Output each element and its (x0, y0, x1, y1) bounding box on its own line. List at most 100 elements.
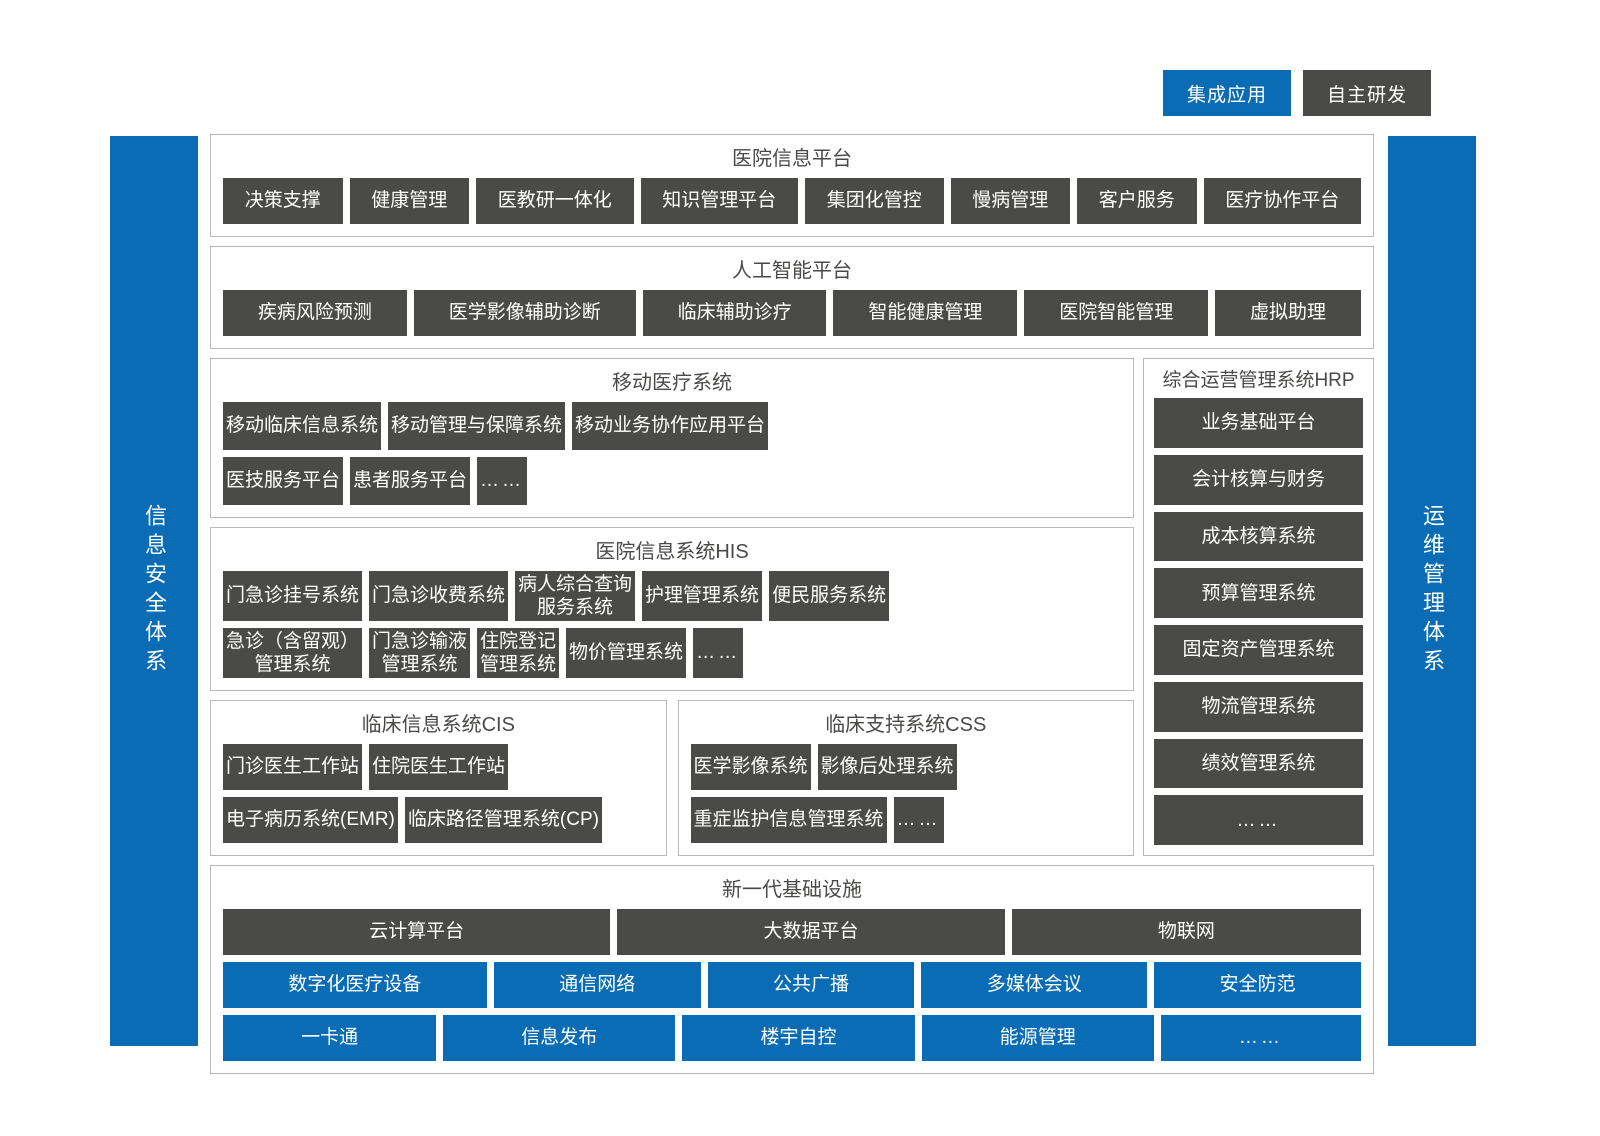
section-title: 综合运营管理系统HRP (1162, 370, 1355, 391)
sidebar-left-label: 信息安全体系 (142, 504, 167, 678)
module-box[interactable]: 绩效管理系统 (1154, 738, 1363, 789)
middle-area: 移动医疗系统 移动临床信息系统 移动管理与保障系统 移动业务协作应用平台 医技服… (210, 358, 1374, 856)
module-box[interactable]: 公共广播 (707, 962, 915, 1008)
section-title: 临床支持系统CSS (825, 714, 987, 736)
section-row: 医技服务平台 患者服务平台 …… (223, 457, 1121, 505)
section-row: 数字化医疗设备 通信网络 公共广播 多媒体会议 安全防范 (223, 962, 1361, 1008)
module-box[interactable]: 病人综合查询 服务系统 (515, 571, 636, 621)
module-box[interactable]: 门诊医生工作站 (223, 744, 363, 790)
module-box[interactable]: 通信网络 (493, 962, 701, 1008)
module-box-more[interactable]: …… (1160, 1015, 1361, 1061)
module-box[interactable]: 医院智能管理 (1024, 290, 1209, 336)
module-box[interactable]: 移动管理与保障系统 (388, 402, 566, 450)
module-box[interactable]: 物联网 (1011, 909, 1361, 955)
module-box[interactable]: 急诊（含留观） 管理系统 (223, 628, 363, 678)
module-box[interactable]: 知识管理平台 (640, 178, 798, 224)
section-ai-platform: 人工智能平台 疾病风险预测 医学影像辅助诊断 临床辅助诊疗 智能健康管理 医院智… (210, 246, 1374, 349)
module-box[interactable]: 门急诊收费系统 (369, 571, 509, 621)
section-hrp: 综合运营管理系统HRP 业务基础平台 会计核算与财务 成本核算系统 预算管理系统… (1143, 358, 1374, 856)
module-box[interactable]: 智能健康管理 (833, 290, 1018, 336)
section-title: 医院信息系统HIS (595, 541, 749, 563)
section-title: 临床信息系统CIS (361, 714, 515, 736)
sidebar-operations-management: 运维管理体系 (1388, 136, 1476, 1046)
module-box-more[interactable]: …… (477, 457, 528, 505)
module-box[interactable]: 重症监护信息管理系统 (690, 797, 887, 843)
layer-stack: 医院信息平台 决策支撑 健康管理 医教研一体化 知识管理平台 集团化管控 慢病管… (210, 134, 1374, 1074)
module-box[interactable]: 医技服务平台 (223, 457, 344, 505)
module-box[interactable]: 医疗协作平台 (1203, 178, 1361, 224)
module-box[interactable]: 成本核算系统 (1154, 511, 1363, 562)
module-box-more[interactable]: …… (893, 797, 944, 843)
module-box[interactable]: 客户服务 (1077, 178, 1197, 224)
module-box[interactable]: 集团化管控 (805, 178, 944, 224)
section-title: 医院信息平台 (732, 148, 852, 170)
module-box[interactable]: 移动临床信息系统 (223, 402, 382, 450)
sidebar-information-security: 信息安全体系 (110, 136, 198, 1046)
section-row: 重症监护信息管理系统 …… (690, 797, 1122, 843)
module-box[interactable]: 物价管理系统 (566, 628, 687, 678)
section-row: 门诊医生工作站 住院医生工作站 (223, 744, 654, 790)
module-box[interactable]: 一卡通 (223, 1015, 437, 1061)
module-box[interactable]: 预算管理系统 (1154, 568, 1363, 618)
legend: 集成应用 自主研发 (1163, 70, 1431, 116)
module-box[interactable]: 决策支撑 (223, 178, 343, 224)
module-box[interactable]: 能源管理 (921, 1015, 1154, 1061)
module-box[interactable]: 医教研一体化 (476, 178, 634, 224)
section-row: 疾病风险预测 医学影像辅助诊断 临床辅助诊疗 智能健康管理 医院智能管理 虚拟助… (223, 290, 1361, 336)
module-box[interactable]: 大数据平台 (617, 909, 1005, 955)
module-box[interactable]: 医学影像系统 (690, 744, 811, 790)
section-infrastructure: 新一代基础设施 云计算平台 大数据平台 物联网 数字化医疗设备 通信网络 公共广… (210, 865, 1374, 1074)
section-title: 移动医疗系统 (612, 372, 732, 394)
section-hospital-info-platform: 医院信息平台 决策支撑 健康管理 医教研一体化 知识管理平台 集团化管控 慢病管… (210, 134, 1374, 237)
legend-chip-self-developed[interactable]: 自主研发 (1303, 70, 1431, 116)
section-cis: 临床信息系统CIS 门诊医生工作站 住院医生工作站 电子病历系统(EMR) 临床… (210, 700, 667, 856)
module-box[interactable]: 住院医生工作站 (369, 744, 509, 790)
module-box[interactable]: 安全防范 (1154, 962, 1361, 1008)
module-box[interactable]: 固定资产管理系统 (1154, 625, 1363, 675)
module-box-more[interactable]: …… (1154, 795, 1363, 845)
section-row: 电子病历系统(EMR) 临床路径管理系统(CP) (223, 797, 654, 843)
module-box[interactable]: 电子病历系统(EMR) (223, 797, 398, 843)
section-pair-cis-css: 临床信息系统CIS 门诊医生工作站 住院医生工作站 电子病历系统(EMR) 临床… (210, 700, 1134, 856)
section-his: 医院信息系统HIS 门急诊挂号系统 门急诊收费系统 病人综合查询 服务系统 护理… (210, 527, 1134, 691)
module-box[interactable]: 住院登记 管理系统 (477, 628, 560, 678)
section-mobile-medical: 移动医疗系统 移动临床信息系统 移动管理与保障系统 移动业务协作应用平台 医技服… (210, 358, 1134, 518)
module-box[interactable]: 会计核算与财务 (1154, 454, 1363, 505)
module-box[interactable]: 患者服务平台 (350, 457, 471, 505)
section-row: 决策支撑 健康管理 医教研一体化 知识管理平台 集团化管控 慢病管理 客户服务 … (223, 178, 1361, 224)
module-box[interactable]: 多媒体会议 (921, 962, 1148, 1008)
module-box[interactable]: 便民服务系统 (769, 571, 890, 621)
section-title: 新一代基础设施 (722, 879, 862, 901)
section-title: 人工智能平台 (732, 260, 852, 282)
module-box[interactable]: 医学影像辅助诊断 (413, 290, 636, 336)
module-box[interactable]: 临床路径管理系统(CP) (404, 797, 602, 843)
section-row: 门急诊挂号系统 门急诊收费系统 病人综合查询 服务系统 护理管理系统 便民服务系… (223, 571, 1121, 621)
module-box[interactable]: 临床辅助诊疗 (642, 290, 827, 336)
module-box[interactable]: 护理管理系统 (642, 571, 763, 621)
module-box[interactable]: 楼宇自控 (682, 1015, 915, 1061)
module-box[interactable]: 门急诊挂号系统 (223, 571, 363, 621)
legend-chip-integrated[interactable]: 集成应用 (1163, 70, 1291, 116)
section-css: 临床支持系统CSS 医学影像系统 影像后处理系统 重症监护信息管理系统 …… (677, 700, 1134, 856)
module-box[interactable]: 数字化医疗设备 (223, 962, 487, 1008)
hrp-list: 业务基础平台 会计核算与财务 成本核算系统 预算管理系统 固定资产管理系统 物流… (1154, 398, 1363, 845)
module-box[interactable]: 信息发布 (443, 1015, 676, 1061)
section-row: 云计算平台 大数据平台 物联网 (223, 909, 1361, 955)
module-box[interactable]: 疾病风险预测 (223, 290, 407, 336)
module-box[interactable]: 健康管理 (349, 178, 469, 224)
module-box[interactable]: 物流管理系统 (1154, 681, 1363, 732)
module-box[interactable]: 门急诊输液 管理系统 (369, 628, 471, 678)
module-box[interactable]: 移动业务协作应用平台 (572, 402, 769, 450)
module-box[interactable]: 虚拟助理 (1215, 290, 1361, 336)
section-row: 医学影像系统 影像后处理系统 (690, 744, 1122, 790)
module-box[interactable]: 业务基础平台 (1154, 398, 1363, 448)
module-box-more[interactable]: …… (693, 628, 744, 678)
section-row: 急诊（含留观） 管理系统 门急诊输液 管理系统 住院登记 管理系统 物价管理系统… (223, 628, 1121, 678)
module-box[interactable]: 云计算平台 (223, 909, 611, 955)
section-row: 移动临床信息系统 移动管理与保障系统 移动业务协作应用平台 (223, 402, 1121, 450)
module-box[interactable]: 慢病管理 (950, 178, 1070, 224)
middle-left-column: 移动医疗系统 移动临床信息系统 移动管理与保障系统 移动业务协作应用平台 医技服… (210, 358, 1134, 856)
module-box[interactable]: 影像后处理系统 (817, 744, 957, 790)
section-row: 一卡通 信息发布 楼宇自控 能源管理 …… (223, 1015, 1361, 1061)
